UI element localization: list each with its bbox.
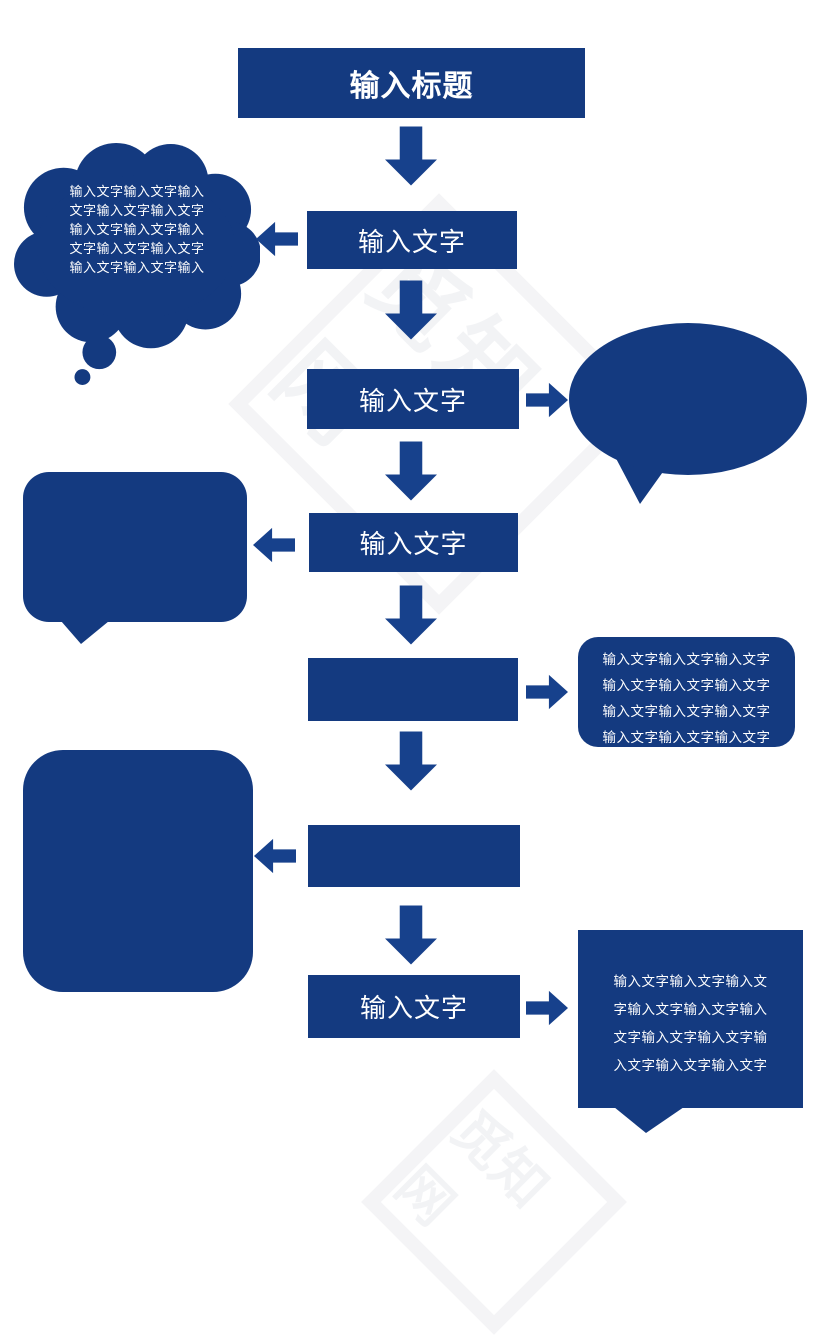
flow-step-6[interactable] [308, 825, 520, 887]
flow-step-7-label: 输入文字 [359, 993, 468, 1023]
title-box[interactable]: 输入标题 [238, 48, 585, 118]
arrow-down-5 [385, 728, 437, 794]
arrow-down-6 [385, 900, 437, 970]
flow-step-3[interactable]: 输入文字 [307, 369, 519, 429]
flow-step-5[interactable] [308, 658, 518, 721]
speech-bubble-left-tail [61, 621, 109, 644]
arrow-down-1 [385, 123, 437, 189]
speech-bubble-bottom-right-tail [614, 1107, 684, 1133]
arrow-down-3 [385, 438, 437, 504]
rounded-text-callout[interactable]: 输入文字输入文字输入文字输入文字输入文字输入文字输入文字输入文字输入文字输入文字… [578, 637, 795, 747]
speech-bubble-bottom-right[interactable]: 输入文字输入文字输入文字输入文字输入文字输入文字输入文字输入文字输入文字输入文字… [578, 930, 803, 1133]
arrow-left-3 [254, 838, 296, 874]
oval-speech-shape [569, 323, 807, 504]
site-watermark-bottom: 觅知网 [361, 1069, 627, 1335]
thought-cloud-text: 输入文字输入文字输入文字输入文字输入文字输入文字输入文字输入文字输入文字输入文字… [69, 184, 205, 275]
arrow-down-4 [385, 582, 437, 648]
flow-step-3-label: 输入文字 [358, 385, 467, 416]
title-label: 输入标题 [349, 70, 474, 103]
speech-bubble-left[interactable] [23, 472, 247, 644]
arrow-right-1 [526, 382, 568, 418]
flow-step-2-label: 输入文字 [357, 226, 466, 257]
flow-step-2[interactable]: 输入文字 [307, 211, 517, 269]
arrow-right-3 [526, 990, 568, 1026]
big-rounded-callout[interactable] [23, 750, 253, 992]
thought-cloud-shape [13, 142, 261, 385]
flow-step-7[interactable]: 输入文字 [308, 975, 520, 1038]
flowchart-canvas: { "colors": { "shape": "#143a80", "arrow… [12, 48, 808, 1335]
flow-step-4-label: 输入文字 [359, 529, 468, 559]
oval-speech-callout[interactable] [568, 322, 808, 504]
flow-step-4[interactable]: 输入文字 [309, 513, 518, 572]
thought-cloud-callout[interactable]: 输入文字输入文字输入文字输入文字输入文字输入文字输入文字输入文字输入文字输入文字… [12, 140, 261, 385]
arrow-left-2 [253, 527, 295, 563]
arrow-left-1 [256, 221, 298, 257]
arrow-down-2 [385, 277, 437, 343]
arrow-right-2 [526, 674, 568, 710]
